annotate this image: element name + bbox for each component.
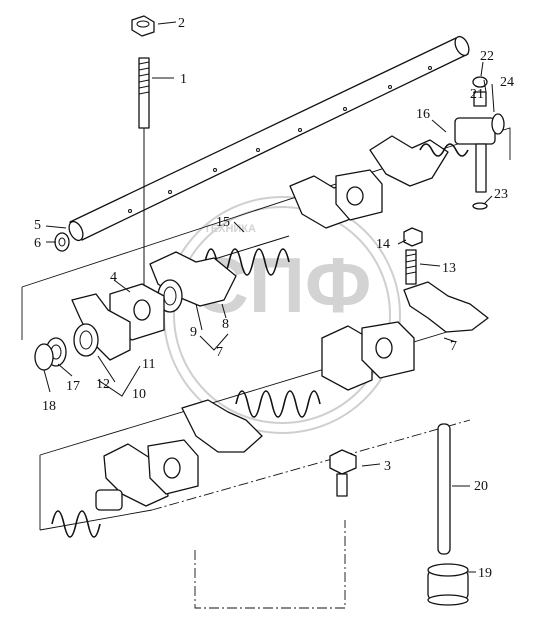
callout-20: 20 (474, 479, 488, 494)
watermark: СПФ ТЕХНИКА (163, 196, 401, 434)
callout-22: 22 (480, 49, 494, 64)
callout-6: 6 (34, 236, 41, 251)
callout-2: 2 (178, 16, 185, 31)
callout-14: 14 (376, 237, 390, 252)
callout-21: 21 (470, 87, 484, 102)
rocker-arm-upper-right (369, 76, 505, 210)
callout-19: 19 (478, 566, 492, 581)
rocker-arm-lower (181, 399, 263, 453)
callout-5: 5 (34, 218, 41, 233)
washers-left (34, 323, 99, 371)
rocker-bracket-left (71, 283, 165, 361)
rocker-shaft (68, 35, 470, 242)
tappet (427, 563, 469, 606)
nut (131, 15, 155, 37)
callout-24: 24 (500, 75, 514, 90)
bolt-lower (329, 449, 357, 497)
callout-13: 13 (442, 261, 456, 276)
watermark-small-text: ТЕХНИКА (204, 223, 256, 235)
bolt-upper (403, 227, 423, 285)
callout-1: 1 (180, 72, 187, 87)
callout-18: 18 (42, 399, 56, 414)
callout-10: 10 (132, 387, 146, 402)
rocker-arm-upper-middle (289, 169, 383, 229)
callout-11: 11 (142, 357, 155, 372)
callout-9: 9 (190, 325, 197, 340)
frame-lines (21, 127, 511, 609)
rocker-arm-lower-middle (321, 321, 415, 391)
callout-4: 4 (110, 270, 117, 285)
callout-12: 12 (96, 377, 110, 392)
shaft-plug (54, 232, 70, 252)
callout-15: 15 (216, 215, 230, 230)
rocker-arm-right (403, 281, 489, 333)
callout-8: 8 (222, 317, 229, 332)
callout-23: 23 (494, 187, 508, 202)
callout-16: 16 (416, 107, 430, 122)
callout-17: 17 (66, 379, 80, 394)
callout-7-right: 7 (450, 339, 457, 354)
stud (138, 57, 150, 300)
callout-labels: 2 1 3 4 5 6 7 7 8 9 10 11 12 13 14 15 16… (34, 16, 514, 581)
rocker-arm-bottom-left (51, 439, 199, 538)
callout-3: 3 (384, 459, 391, 474)
leader-lines (43, 21, 495, 573)
spring-lower (235, 390, 321, 418)
callout-7-center: 7 (216, 345, 223, 360)
push-rod (437, 423, 451, 555)
